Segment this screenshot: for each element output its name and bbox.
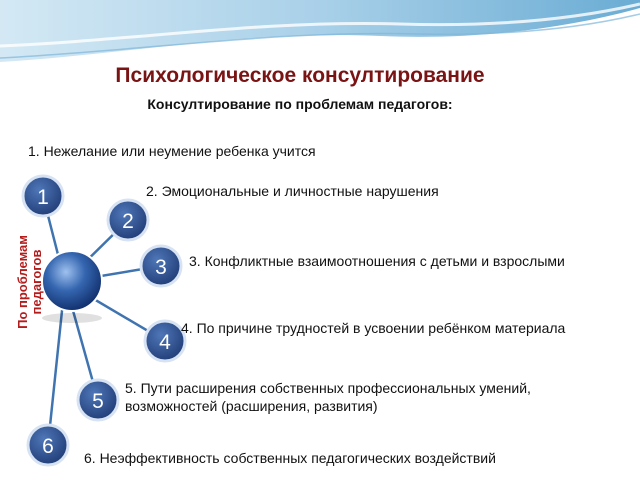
item-text-2: 2. Эмоциональные и личностные нарушения [146, 183, 439, 199]
item-text-6: 6. Неэффективность собственных педагогич… [84, 450, 496, 466]
node-3-number: 3 [155, 256, 167, 279]
node-1-number: 1 [37, 186, 49, 209]
decorative-wave-header [0, 0, 640, 62]
node-3: 3 [139, 244, 183, 288]
item-text-5-content: 5. Пути расширения собственных профессио… [125, 380, 531, 414]
side-label-line-2: педагогов [29, 249, 44, 315]
hub-circle [41, 250, 103, 323]
item-text-5: 5. Пути расширения собственных профессио… [125, 379, 531, 415]
node-4: 4 [143, 319, 187, 363]
node-2: 2 [106, 198, 150, 242]
node-6: 6 [26, 423, 70, 467]
item-text-4: 4. По причине трудностей в усвоении ребё… [181, 320, 566, 336]
node-5: 5 [76, 378, 120, 422]
item-text-1: 1. Нежелание или неумение ребенка учится [28, 143, 316, 159]
item-text-3: 3. Конфликтные взаимоотношения с детьми … [189, 253, 565, 269]
page-subtitle: Консултирование по проблемам педагогов: [147, 96, 453, 112]
node-2-number: 2 [122, 210, 134, 233]
node-5-number: 5 [92, 390, 104, 413]
node-4-number: 4 [159, 331, 171, 354]
node-6-number: 6 [42, 435, 54, 458]
page-title: Психологическое консултирование [115, 64, 485, 87]
side-label-line-1: По проблемам [15, 235, 30, 329]
node-1: 1 [21, 174, 65, 218]
